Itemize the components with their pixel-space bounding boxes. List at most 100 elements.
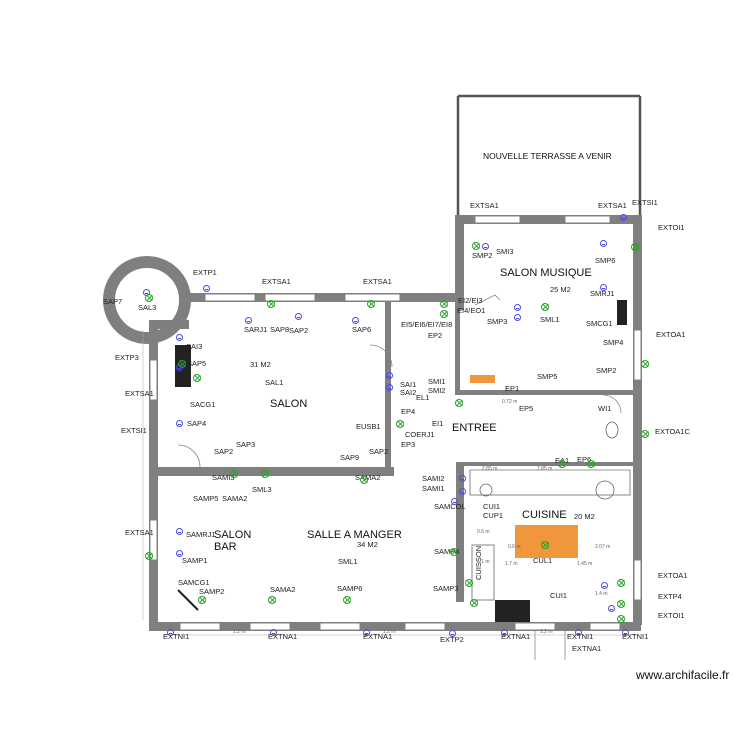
light-icon <box>193 374 201 382</box>
light-icon <box>587 460 595 468</box>
circuit-label: SAI1 <box>400 380 417 389</box>
room-salon-musique: SALON MUSIQUE <box>500 267 592 279</box>
circuit-label: SMI1 <box>428 377 446 386</box>
circuit-label: SMP3 <box>487 317 508 326</box>
circuit-label: SAP4 <box>187 419 207 428</box>
circuit-label: EXTNA1 <box>363 632 393 641</box>
dimension-label: 2.07 m <box>595 544 611 550</box>
light-icon <box>641 430 649 438</box>
light-icon <box>465 579 473 587</box>
light-icon <box>617 615 625 623</box>
circuit-label: EXTP2 <box>440 635 464 644</box>
light-icon <box>360 476 368 484</box>
dimension-label: 1.1 m <box>477 559 490 565</box>
circuit-label: EXTSA1 <box>598 201 627 210</box>
circuit-label: SAMCOL <box>434 502 466 511</box>
room-salon-musique-area: 25 M2 <box>550 285 571 294</box>
circuit-label: EP4 <box>401 407 416 416</box>
circuit-label: SML3 <box>252 485 272 494</box>
circuit-label: EXTSA1 <box>262 277 291 286</box>
circuit-label: CUL1 <box>533 556 553 565</box>
light-icon <box>367 300 375 308</box>
outlet-icon <box>459 488 466 495</box>
dimension-label: 1.2 m <box>540 629 553 635</box>
circuit-label: SAMP1 <box>182 556 208 565</box>
circuit-label: SACG1 <box>190 400 216 409</box>
circuit-label: SAMP2 <box>199 587 225 596</box>
outlet-icon <box>600 284 607 291</box>
light-icon <box>230 470 238 478</box>
room-terrace: NOUVELLE TERRASSE A VENIR <box>483 151 612 161</box>
circuit-label: SAMP5 <box>193 494 219 503</box>
light-icon <box>541 541 549 549</box>
outlet-icon <box>270 629 277 636</box>
circuit-label: EXTOA1C <box>655 427 690 436</box>
circuit-label: COERJ1 <box>405 430 435 439</box>
toilet <box>605 421 619 439</box>
circuit-label: SML1 <box>540 315 560 324</box>
dimension-label: 0.72 m <box>502 399 518 405</box>
circuit-label: SAMI3 <box>212 473 235 482</box>
light-icon <box>472 242 480 250</box>
outlet-icon <box>203 285 210 292</box>
circuit-label: EXTNI1 <box>163 632 190 641</box>
circuit-label: WI1 <box>598 404 612 413</box>
outlet-icon <box>176 420 183 427</box>
circuit-label: EXTNI1 <box>622 632 649 641</box>
outlet-icon <box>363 629 370 636</box>
circuit-label: EXTOA1 <box>656 330 686 339</box>
circuit-label: EUSB1 <box>356 422 381 431</box>
circuit-label: SAP8 <box>270 325 290 334</box>
bottom-windows <box>179 622 621 631</box>
circuit-label: SAI3 <box>186 342 203 351</box>
circuit-label: SAMCG1 <box>178 578 210 587</box>
light-icon <box>641 360 649 368</box>
room-cuisine: CUISINE <box>522 509 567 521</box>
terrace-outline <box>456 94 642 215</box>
circuit-label: EI5/EI6/EI7/EI8 <box>401 320 453 329</box>
round-tower <box>103 256 191 344</box>
outlet-icon <box>575 629 582 636</box>
kitchen-sink <box>595 480 615 500</box>
outlet-icon <box>601 582 608 589</box>
circuit-label: SMI3 <box>496 247 514 256</box>
circuit-label: SAMA2 <box>222 494 248 503</box>
circuit-label: SAMRJ1 <box>186 530 216 539</box>
outlet-icon <box>295 313 302 320</box>
circuit-label: SAP2 <box>289 326 309 335</box>
outlet-icon <box>245 317 252 324</box>
outlet-icon <box>386 384 393 391</box>
circuit-label: SAL1 <box>265 378 284 387</box>
dimension-label: 2.85 m <box>482 466 498 472</box>
circuit-label: EXTNA1 <box>501 632 531 641</box>
outlet-icon <box>352 317 359 324</box>
circuit-label: EI4/EO1 <box>457 306 486 315</box>
circuit-label: SAP2 <box>369 447 389 456</box>
circuit-label: SMRJ1 <box>590 289 615 298</box>
light-icon <box>541 303 549 311</box>
light-icon <box>450 548 458 556</box>
outlet-icon <box>386 372 393 379</box>
room-salle-a-manger-area: 34 M2 <box>357 540 378 549</box>
circuit-label: EXTP3 <box>115 353 139 362</box>
dimension-label: 1.2 m <box>233 629 246 635</box>
circuit-label: EXTSA1 <box>470 201 499 210</box>
room-salon-bar-1: SALON <box>214 529 252 541</box>
circuit-label: EXTSI1 <box>632 198 658 207</box>
circuit-label: SAP3 <box>236 440 256 449</box>
outlet-icon <box>608 605 615 612</box>
circuit-label: EXTSA1 <box>125 528 154 537</box>
room-entree: ENTREE <box>452 422 497 434</box>
outlet-icon <box>176 528 183 535</box>
dimension-label: 0.6 m <box>508 544 521 550</box>
circuit-label: EI2/EI3 <box>458 296 483 305</box>
circuit-label: SAMI1 <box>422 484 445 493</box>
circuit-label: EP3 <box>401 440 416 449</box>
circuit-label: SAI2 <box>400 388 417 397</box>
cuisson-unit <box>471 544 495 601</box>
circuit-label: EXTSI1 <box>121 426 147 435</box>
circuit-label: SMCG1 <box>586 319 613 328</box>
dimension-label: 1.2 m <box>383 629 396 635</box>
light-icon <box>470 599 478 607</box>
kitchen-dark-appliance <box>495 600 530 622</box>
